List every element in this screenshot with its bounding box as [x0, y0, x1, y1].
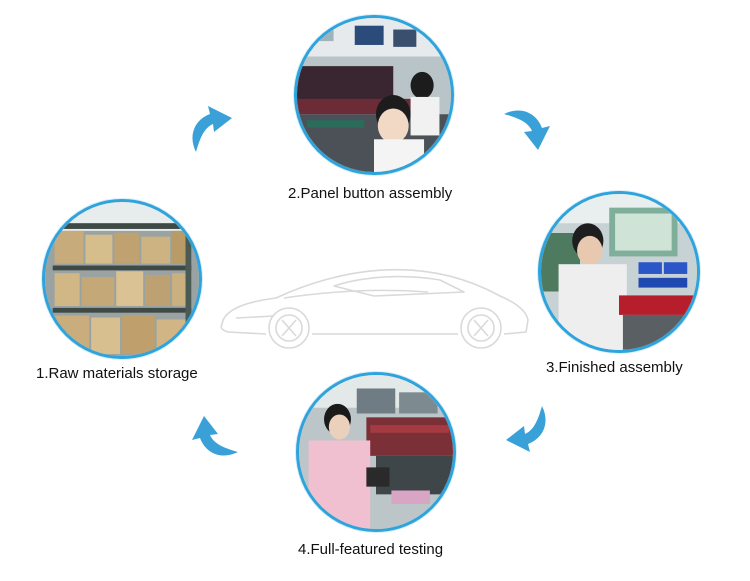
step-1-photo	[42, 199, 202, 359]
step-2-photo	[294, 15, 454, 175]
step-3-label: 3.Finished assembly	[546, 359, 683, 377]
step-4-label: 4.Full-featured testing	[298, 541, 443, 559]
step-1-label: 1.Raw materials storage	[36, 365, 198, 383]
curved-arrow-icon	[188, 412, 240, 460]
curved-arrow-icon	[502, 104, 554, 154]
step-2-label: 2.Panel button assembly	[288, 185, 452, 203]
step-4-photo	[296, 372, 456, 532]
curved-arrow-icon	[502, 404, 552, 456]
curved-arrow-icon	[186, 102, 236, 154]
step-3-photo	[538, 191, 700, 353]
car-outline-icon	[214, 262, 532, 354]
